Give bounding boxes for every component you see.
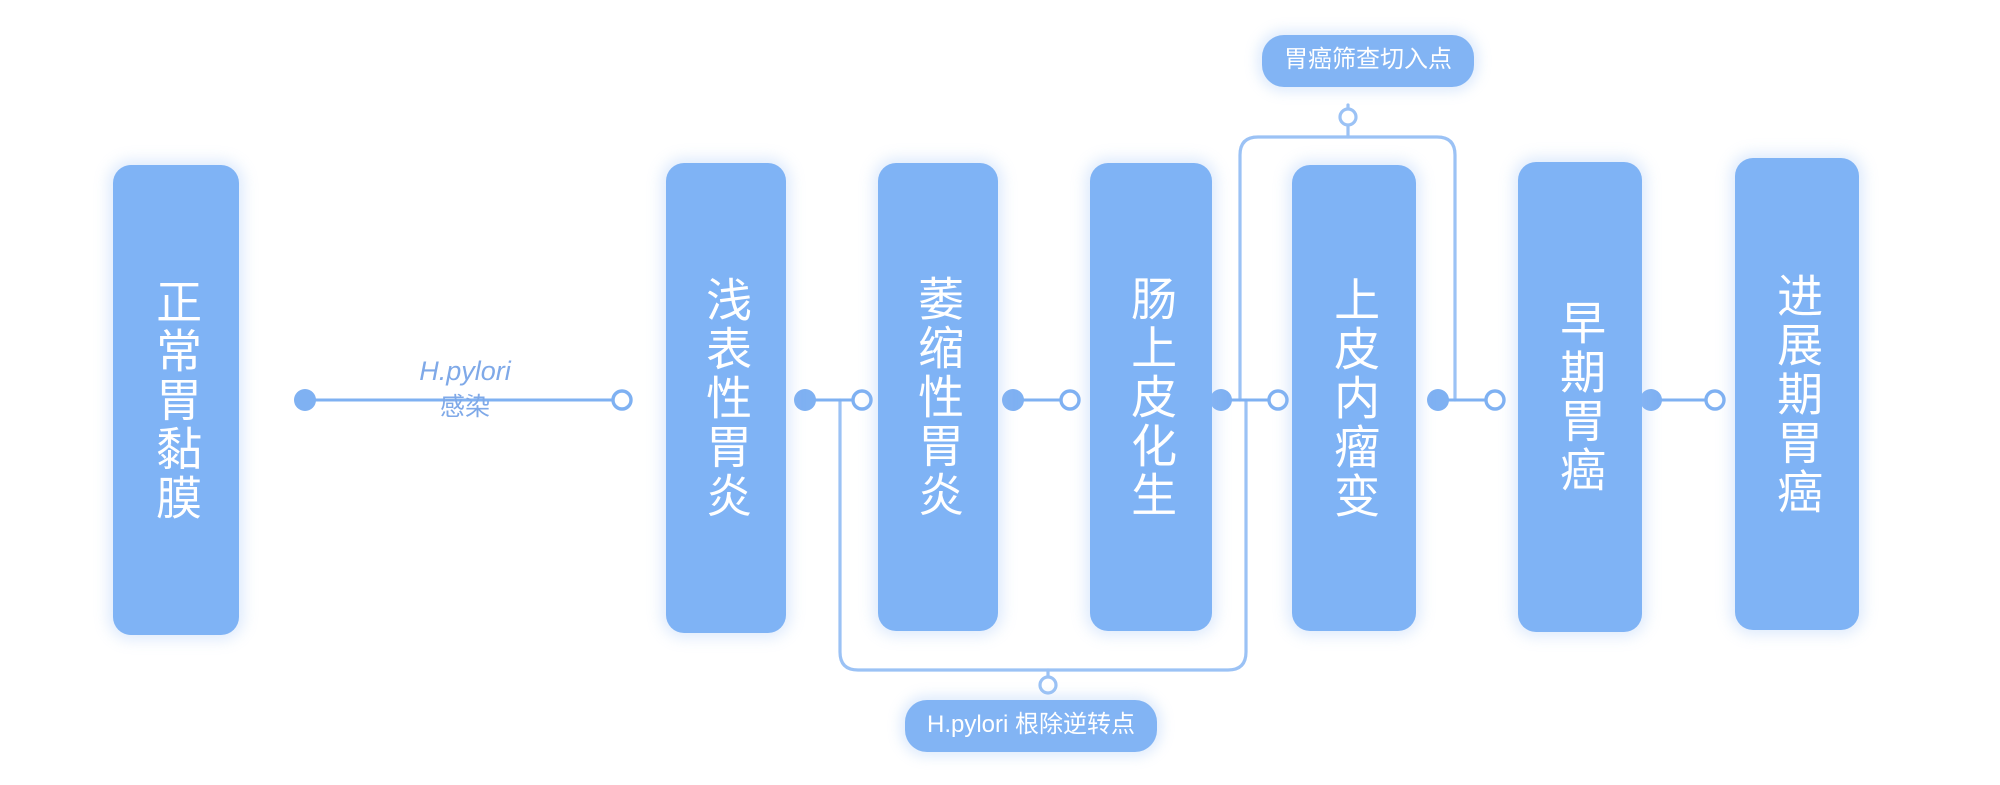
connector-source-dot-5 bbox=[1427, 389, 1449, 411]
connector-source-dot-3 bbox=[1002, 389, 1024, 411]
node-label-atrophic-gastritis: 萎缩性胃炎 bbox=[912, 274, 965, 520]
edge-label-hp-infection-latin: H.pylori bbox=[419, 356, 511, 386]
node-advanced-gastric-cancer[interactable]: 进展期胃癌 bbox=[1735, 158, 1859, 630]
badge-hp-eradication-reversal-point[interactable]: H.pylori 根除逆转点 bbox=[905, 700, 1158, 752]
connector-source-dot-1 bbox=[294, 389, 316, 411]
badge-anchor-ring-bottom bbox=[1038, 675, 1058, 695]
node-intraepithelial-neoplasia[interactable]: 上皮内瘤变 bbox=[1292, 165, 1416, 631]
connector-target-ring-2 bbox=[851, 389, 873, 411]
connector-target-ring-4 bbox=[1267, 389, 1289, 411]
badge-anchor-ring-top bbox=[1338, 107, 1358, 127]
edge-label-hp-infection: H.pylori 感染 bbox=[335, 356, 595, 427]
connector-source-dot-2 bbox=[794, 389, 816, 411]
connector-source-dot-4 bbox=[1210, 389, 1232, 411]
node-normal-mucosa[interactable]: 正常胃黏膜 bbox=[113, 165, 239, 635]
node-label-early-gastric-cancer: 早期胃癌 bbox=[1554, 299, 1607, 495]
node-label-intestinal-metaplasia: 肠上皮化生 bbox=[1125, 274, 1178, 520]
node-label-intraepithelial-neoplasia: 上皮内瘤变 bbox=[1328, 275, 1381, 521]
node-label-advanced-gastric-cancer: 进展期胃癌 bbox=[1771, 271, 1824, 517]
connector-source-dot-6 bbox=[1640, 389, 1662, 411]
connector-target-ring-6 bbox=[1704, 389, 1726, 411]
node-label-superficial-gastritis: 浅表性胃炎 bbox=[700, 275, 753, 521]
node-atrophic-gastritis[interactable]: 萎缩性胃炎 bbox=[878, 163, 998, 631]
connector-target-ring-1 bbox=[611, 389, 633, 411]
edge-label-hp-infection-chinese: 感染 bbox=[439, 393, 490, 422]
node-early-gastric-cancer[interactable]: 早期胃癌 bbox=[1518, 162, 1642, 632]
node-intestinal-metaplasia[interactable]: 肠上皮化生 bbox=[1090, 163, 1212, 631]
bracket-hp-reversal bbox=[838, 398, 1248, 672]
badge-screening-entry-point[interactable]: 胃癌筛查切入点 bbox=[1262, 35, 1474, 87]
node-label-normal-mucosa: 正常胃黏膜 bbox=[150, 277, 203, 523]
connector-target-ring-3 bbox=[1059, 389, 1081, 411]
node-superficial-gastritis[interactable]: 浅表性胃炎 bbox=[666, 163, 786, 633]
connector-target-ring-5 bbox=[1484, 389, 1506, 411]
